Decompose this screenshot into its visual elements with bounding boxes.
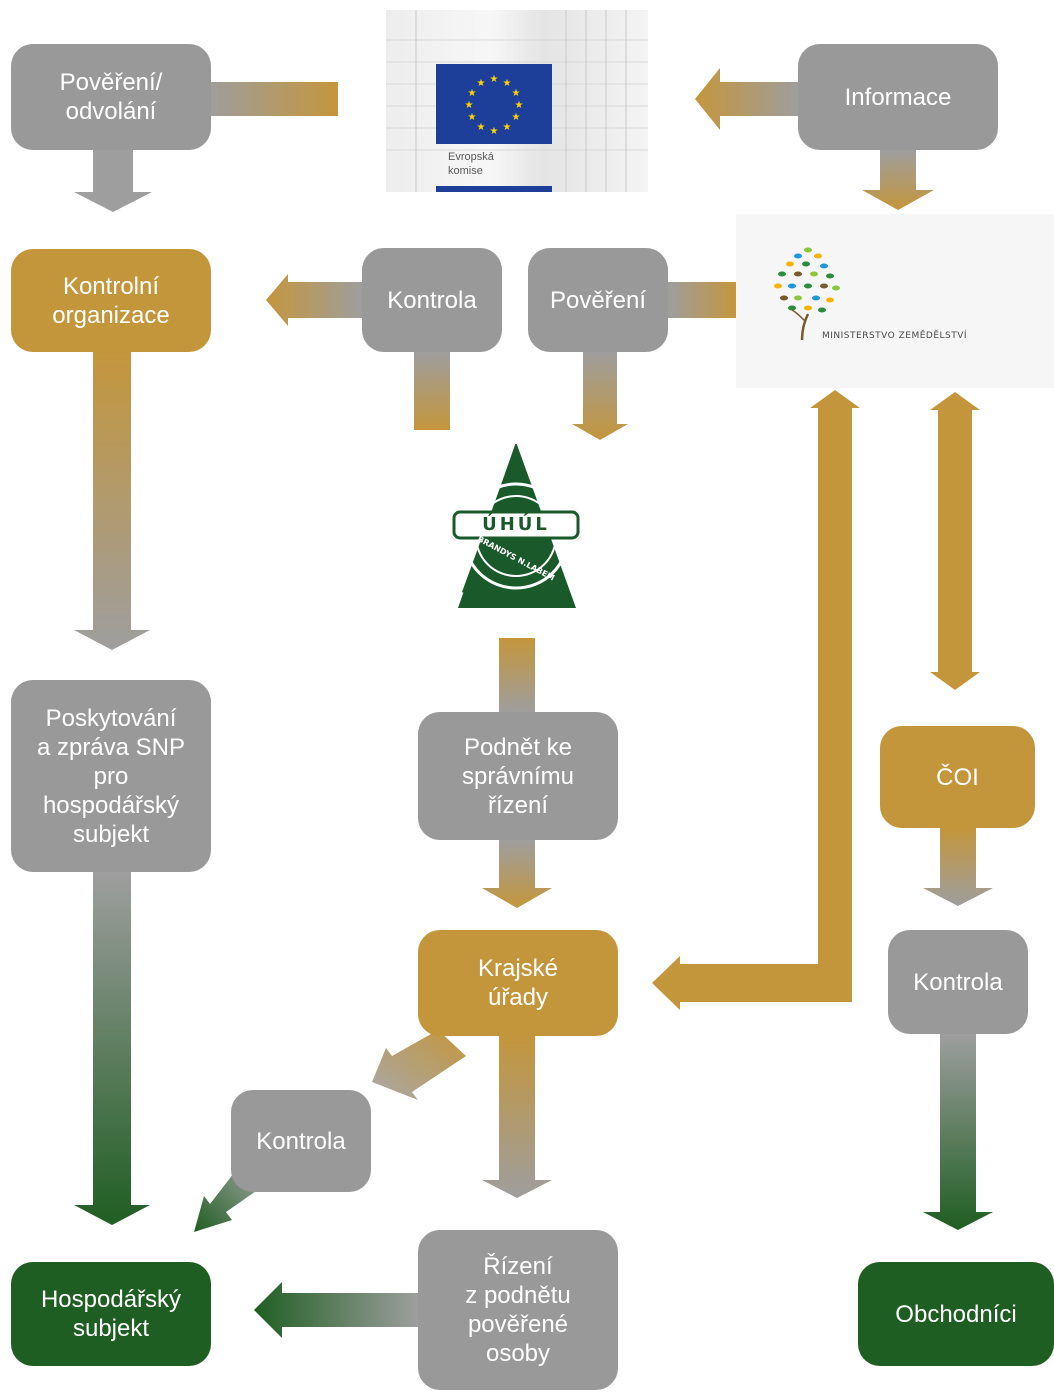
ministerstvo-logo: MINISTERSTVO ZEMĚDĚLSTVÍ [736,214,1054,388]
svg-text:★: ★ [512,88,521,99]
arrow-povereni-down [74,150,152,212]
box-kontrolni-organizace: Kontrolní organizace [11,249,211,352]
box-krajske-urady: Krajské úřady [418,930,618,1036]
arrow-povereni-to-ek [208,82,338,116]
svg-text:★: ★ [503,122,512,133]
box-kontrola-coi: Kontrola [888,930,1028,1034]
arrow-krajske-to-kontrola [372,1030,466,1100]
svg-text:★: ★ [468,88,477,99]
box-kontrola-left: Kontrola [231,1090,371,1192]
svg-text:★: ★ [465,100,474,111]
box-poskytovani: Poskytování a zpráva SNP pro hospodářský… [11,680,211,872]
arrow-rizeni-to-hs [254,1282,418,1338]
box-podnet: Podnět ke správnímu řízení [418,712,618,840]
box-rizeni: Řízení z podnětu pověřené osoby [418,1230,618,1390]
svg-text:★: ★ [477,78,486,89]
uhul-logo-title: ÚHÚL [482,514,550,535]
uhul-emblem-icon [452,442,580,608]
eu-flag-icon [436,64,552,144]
arrow-ministerstvo-krajske [652,390,860,1010]
svg-text:★: ★ [490,74,499,85]
arrow-uhul-down [499,638,535,712]
svg-text:★: ★ [477,122,486,133]
box-informace: Informace [798,44,998,150]
svg-text:★: ★ [512,112,521,123]
arrow-kontrola-obchodnici [923,1034,993,1230]
arrow-kontrola-to-ko [266,274,362,326]
arrow-ko-down [74,352,150,650]
arrow-informace-to-ek [695,68,800,130]
ministerstvo-logo-text: MINISTERSTVO ZEMĚDĚLSTVÍ [822,331,968,341]
arrow-ministerstvo-to-povereni [668,282,736,318]
arrow-coi-down [923,828,993,906]
box-povereni-odvolani: Pověření/ odvolání [11,44,211,150]
ek-building-icon: ★★★ ★★★ ★★★ ★★★ [386,10,648,192]
arrow-ministerstvo-coi [930,392,980,690]
svg-text:★: ★ [468,112,477,123]
box-povereni: Pověření [528,248,668,352]
arrow-krajske-down [482,1036,552,1198]
arrow-kontrola-down [414,352,450,430]
uhul-logo: ÚHÚL BRANDYS N.LABEM [452,442,582,614]
arrow-podnet-down [482,840,552,908]
evropska-komise-logo: ★★★ ★★★ ★★★ ★★★ Evropská komise [386,10,648,192]
svg-text:★: ★ [490,126,499,137]
box-obchodnici: Obchodníci [858,1262,1054,1366]
box-kontrola-top: Kontrola [362,248,502,352]
arrow-informace-down [862,150,934,210]
ek-logo-text: Evropská komise [448,151,494,177]
box-hospodarsky-subjekt: Hospodářský subjekt [11,1262,211,1366]
arrow-poskytovani-down [74,872,150,1225]
svg-text:★: ★ [503,78,512,89]
box-coi: ČOI [880,726,1035,828]
tree-icon [774,247,840,341]
svg-text:★: ★ [515,100,524,111]
arrow-povereni-uhul [572,352,628,440]
